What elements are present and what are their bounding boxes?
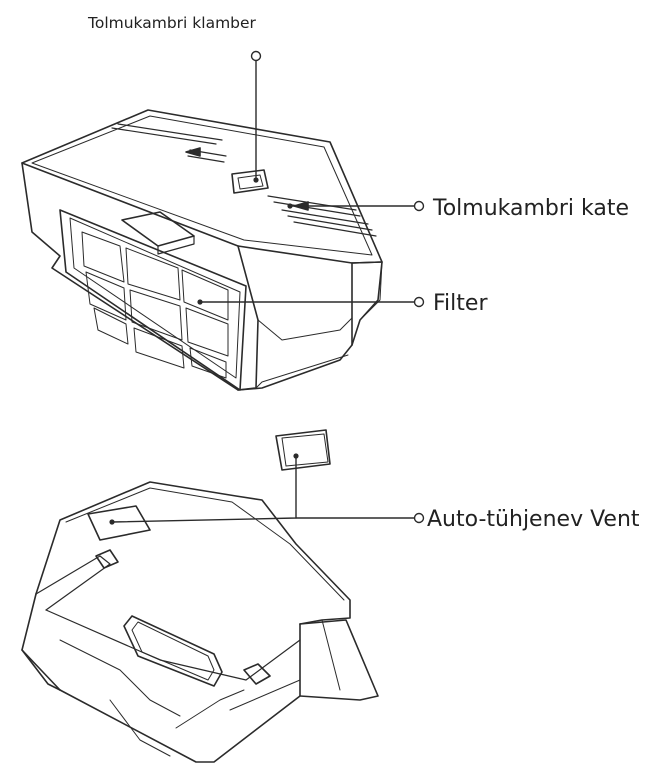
leader-latch — [250, 50, 262, 183]
leader-filter — [197, 296, 425, 308]
dustbin-illustration — [21, 109, 383, 391]
label-dustbin-cover: Tolmukambri kate — [433, 196, 630, 221]
label-auto-empty-vent: Auto-tühjenev Vent — [427, 507, 640, 532]
dustbin-bottom-illustration — [21, 429, 379, 763]
leader-cover — [287, 200, 425, 212]
leader-vent — [109, 453, 425, 525]
label-filter: Filter — [433, 291, 488, 316]
label-dustbin-latch: Tolmukambri klamber — [88, 14, 256, 32]
